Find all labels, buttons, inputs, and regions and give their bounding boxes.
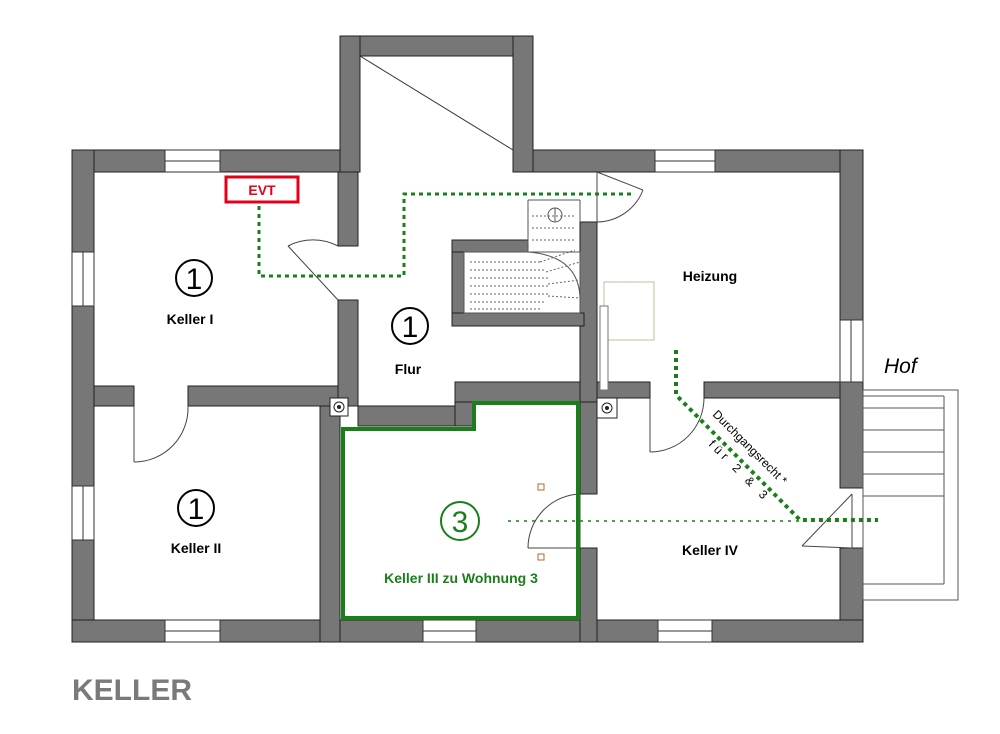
door-keller1-keller2 xyxy=(133,405,189,463)
svg-text:1: 1 xyxy=(188,493,205,526)
wall-heizung-keller4-b xyxy=(703,381,841,399)
wall-keller1-flur-b xyxy=(337,299,359,407)
door-top-heizung xyxy=(596,171,644,223)
label-heizung: Heizung xyxy=(683,268,737,284)
outer-wall-left-1 xyxy=(71,149,95,253)
window-left-1 xyxy=(71,251,95,307)
wall-keller3-keller4-b xyxy=(579,547,598,643)
wall-flur-keller3-a xyxy=(357,405,471,427)
stair-well-curve xyxy=(527,251,581,313)
outer-wall-top-mid xyxy=(219,149,341,173)
stair-wall-bottom xyxy=(451,312,585,327)
outer-wall-right-1 xyxy=(839,149,864,321)
page-title: KELLER xyxy=(72,674,192,707)
window-top-1 xyxy=(164,149,221,173)
wall-flur-keller3-c xyxy=(454,381,598,403)
wall-keller2-keller3 xyxy=(319,405,341,643)
evt-box xyxy=(224,175,300,204)
keller3-outline xyxy=(341,401,580,620)
room-number-flur: 1 xyxy=(391,307,429,345)
label-keller3: Keller III zu Wohnung 3 xyxy=(384,570,538,586)
heating-unit xyxy=(603,281,655,341)
label-keller2: Keller II xyxy=(171,540,222,556)
staircase xyxy=(463,199,581,314)
outer-wall-bottom-1 xyxy=(71,619,166,643)
wall-heizung-keller4-a xyxy=(596,381,651,399)
window-bottom-2 xyxy=(422,619,477,643)
room-number-keller2: 1 xyxy=(177,489,215,527)
heating-pipe xyxy=(599,305,609,391)
stair-wall-top xyxy=(451,239,529,253)
outer-wall-right-2 xyxy=(839,381,864,489)
evt-label: EVT xyxy=(248,182,276,198)
wall-keller1-flur-a xyxy=(337,171,359,247)
exterior-steps xyxy=(862,389,959,601)
outer-wall-bottom-4 xyxy=(711,619,864,643)
door-heizung-keller4 xyxy=(649,397,705,453)
window-left-2 xyxy=(71,485,95,541)
chimney-right xyxy=(596,397,618,419)
windows xyxy=(71,149,864,643)
window-bottom-1 xyxy=(164,619,221,643)
lightwell-wall-top xyxy=(339,35,534,57)
room-number-keller1: 1 xyxy=(175,259,213,297)
svg-text:3: 3 xyxy=(452,506,469,539)
lightwell-wall-right xyxy=(512,35,534,173)
outside-label-hof: Hof xyxy=(884,355,919,378)
label-keller1: Keller I xyxy=(167,311,214,327)
window-top-2 xyxy=(654,149,716,173)
walls xyxy=(71,35,864,643)
lightwell-diagonal xyxy=(359,55,514,151)
right-of-way-sublabel: für 2 & 3 xyxy=(706,437,773,504)
window-right-1 xyxy=(839,319,864,383)
lightwell-wall-left xyxy=(339,35,361,173)
chimney-left xyxy=(329,397,349,417)
outer-wall-top-center xyxy=(532,149,656,173)
wall-flur-heizung xyxy=(579,221,598,403)
outer-wall-left-2 xyxy=(71,305,95,487)
outlet-marker-top xyxy=(537,483,545,491)
wall-keller1-keller2-a xyxy=(93,385,135,407)
window-bottom-3 xyxy=(657,619,713,643)
outlet-marker-bottom xyxy=(537,553,545,561)
label-flur: Flur xyxy=(395,361,422,377)
room-number-keller3: 3 xyxy=(440,501,480,541)
door-keller1-flur xyxy=(287,239,339,301)
svg-text:1: 1 xyxy=(186,263,203,296)
svg-text:1: 1 xyxy=(402,311,419,344)
stair-outline xyxy=(463,251,581,314)
doors xyxy=(133,171,853,549)
stair-treads xyxy=(470,215,581,310)
label-keller4: Keller IV xyxy=(682,542,739,558)
outer-wall-bottom-3 xyxy=(475,619,659,643)
